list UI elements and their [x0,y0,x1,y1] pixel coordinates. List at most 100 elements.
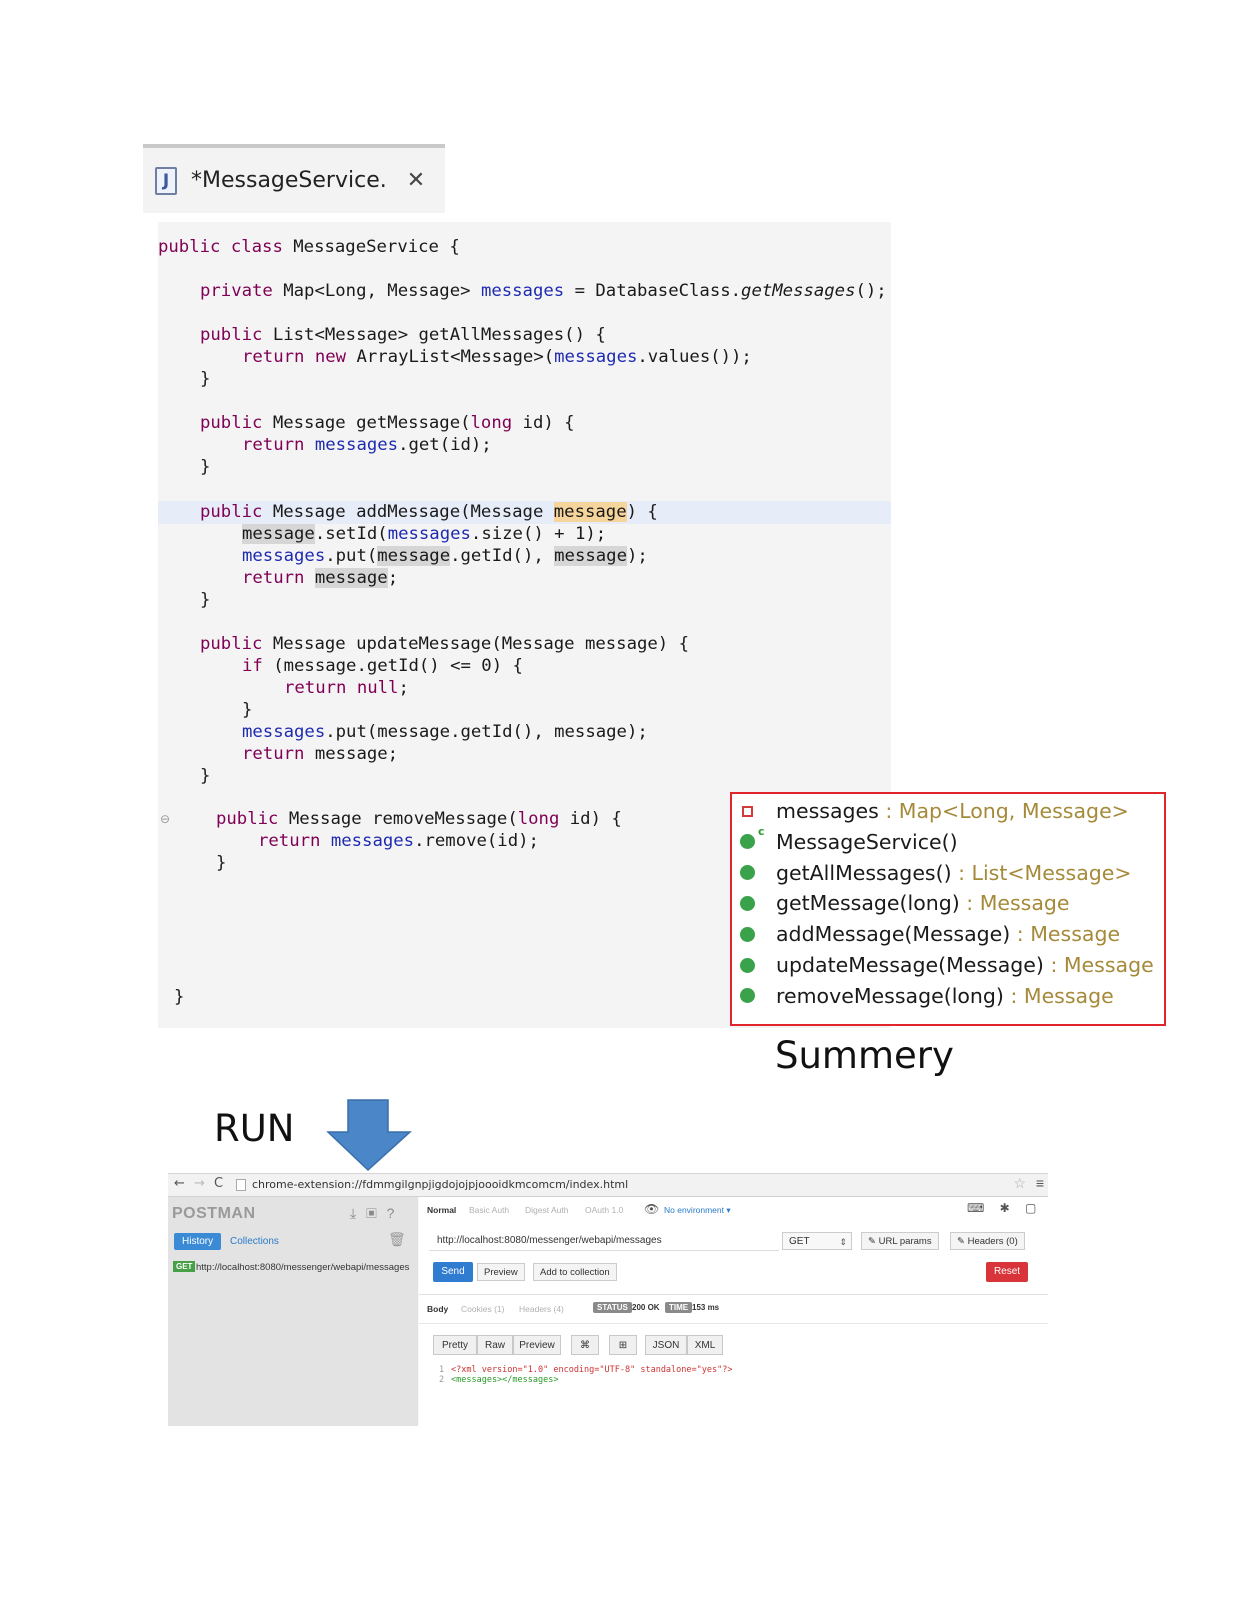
code-line: public Message removeMessage(long id) { [216,809,622,829]
tab-history[interactable]: History [174,1233,222,1250]
code-line: message.setId(messages.size() + 1); [242,524,607,544]
raw-button[interactable]: Raw [477,1335,513,1355]
editor-tab-title: *MessageService. [191,168,387,193]
history-item[interactable]: http://localhost:8080/messenger/webapi/m… [196,1262,410,1273]
method-select[interactable]: GET ⇕ [782,1232,852,1250]
public-method-icon [740,895,755,911]
tab-oauth[interactable]: OAuth 1.0 [585,1205,624,1215]
public-method-icon [740,865,755,881]
outline-member-name: addMessage(Message) [776,922,1011,947]
code-line: return message; [242,568,399,588]
reset-button[interactable]: Reset [986,1262,1028,1282]
current-line-highlight [158,501,891,524]
response-bar: Body Cookies (1) Headers (4) STATUS 200 … [419,1294,1048,1324]
code-line: public Message getMessage(long id) { [200,413,575,433]
code-editor[interactable]: ⊖ public class MessageService { private … [158,222,891,1028]
add-to-collection-button[interactable]: Add to collection [533,1263,617,1281]
star-icon[interactable]: ☆ [1013,1175,1026,1191]
reload-icon[interactable]: C [214,1176,224,1191]
outline-item-label: removeMessage(long) : Message [776,984,1114,1008]
postman-main: Normal Basic Auth Digest Auth OAuth 1.0 … [419,1197,1048,1426]
fold-icon[interactable]: ⊖ [160,812,171,826]
public-method-icon [740,926,755,942]
method-badge: GET [173,1261,196,1272]
private-field-icon [742,805,753,817]
response-body[interactable]: 1<?xml version="1.0" encoding="UTF-8" st… [439,1365,732,1385]
code-line: return messages.remove(id); [258,831,539,851]
indent-icon[interactable]: ⊞ [609,1335,637,1355]
outline-member-type: : Message [1010,922,1121,947]
code-line: private Map<Long, Message> messages = Da… [200,281,887,301]
url-params-button[interactable]: ✎ URL params [861,1232,939,1250]
outline-member-name: removeMessage(long) [776,983,1004,1008]
request-url-input[interactable]: http://localhost:8080/messenger/webapi/m… [429,1231,779,1251]
tab-headers[interactable]: Headers (4) [519,1304,564,1314]
send-button[interactable]: Send [433,1262,473,1282]
response-line: 1<?xml version="1.0" encoding="UTF-8" st… [439,1365,733,1375]
tab-cookies[interactable]: Cookies (1) [461,1304,505,1314]
json-button[interactable]: JSON [645,1335,687,1355]
status-value: 200 OK [632,1303,660,1312]
forward-icon[interactable]: → [194,1176,205,1191]
select-arrow-icon: ⇕ [839,1237,847,1247]
outline-member-type: : Message [959,891,1070,916]
run-caption: RUN [214,1107,295,1150]
outline-member-type: : Message [1003,983,1114,1008]
code-line: public Message addMessage(Message messag… [200,502,658,522]
response-line: 2<messages></messages> [439,1375,559,1385]
code-line: } [200,369,211,389]
environment-select[interactable]: No environment ▾ [664,1205,731,1215]
outline-member-name: updateMessage(Message) [776,953,1044,977]
summery-caption: Summery [775,1034,954,1077]
eye-icon[interactable]: 👁 [644,1202,660,1216]
outline-item-label: addMessage(Message) : Message [776,922,1120,946]
code-line: messages.put(message.getId(), message); [242,722,648,742]
status-label: STATUS [593,1302,632,1313]
back-icon[interactable]: ← [174,1176,185,1191]
page-icon [236,1179,246,1191]
preview-button[interactable]: Preview [477,1263,525,1281]
method-value: GET [789,1236,810,1247]
browser-window: ← → C chrome-extension://fdmmgilgnpjigdo… [168,1173,1048,1426]
tab-basic-auth[interactable]: Basic Auth [469,1205,510,1215]
code-line: } [242,700,253,720]
outline-member-name: getAllMessages() [776,860,952,885]
pretty-button[interactable]: Pretty [433,1335,477,1355]
editor-tab[interactable]: J *MessageService. ✕ [143,144,445,213]
tab-normal[interactable]: Normal [427,1205,457,1215]
menu-icon[interactable]: ≡ [1035,1175,1044,1191]
outline-member-name: messages [776,799,879,823]
code-line: return null; [284,678,409,698]
outline-item-label: MessageService() [776,830,958,854]
wrap-icon[interactable]: ⌘ [571,1335,599,1355]
constructor-icon [740,834,755,850]
outline-member-type: : Message [1043,953,1154,977]
outline-member-name: getMessage(long) [776,891,960,916]
outline-item-label: messages : Map<Long, Message> [776,799,1129,823]
sidebar-toolbar-icons[interactable]: ⤓ ▣ ? [350,1205,398,1221]
down-arrow-icon [326,1099,412,1172]
code-line: public Message updateMessage(Message mes… [200,634,690,654]
time-value: 153 ms [692,1303,720,1312]
tab-body[interactable]: Body [427,1304,449,1314]
close-icon[interactable]: ✕ [406,168,426,193]
code-line: return messages.get(id); [242,435,492,455]
tab-collections[interactable]: Collections [230,1236,279,1247]
header-tool-icons[interactable]: ⌨ ✱ ▢ [967,1201,1043,1215]
time-label: TIME [665,1302,693,1313]
code-line: } [200,766,211,786]
outline-item-label: getAllMessages() : List<Message> [776,861,1132,885]
outline-item-label: updateMessage(Message) : Message [776,953,1154,977]
trash-icon[interactable]: 🗑 [388,1231,406,1247]
postman-sidebar: POSTMAN ⤓ ▣ ? History Collections 🗑 http… [168,1197,418,1426]
tab-digest-auth[interactable]: Digest Auth [525,1205,569,1215]
outline-item-label: getMessage(long) : Message [776,891,1070,915]
xml-button[interactable]: XML [687,1335,723,1355]
url-field[interactable]: chrome-extension://fdmmgilgnpjigdojojpjo… [252,1178,629,1191]
code-line: return message; [242,744,399,764]
headers-button[interactable]: ✎ Headers (0) [950,1232,1025,1250]
outline-member-type: : Map<Long, Message> [878,799,1129,823]
outline-member-type: : List<Message> [951,860,1132,885]
response-preview-button[interactable]: Preview [513,1335,561,1355]
